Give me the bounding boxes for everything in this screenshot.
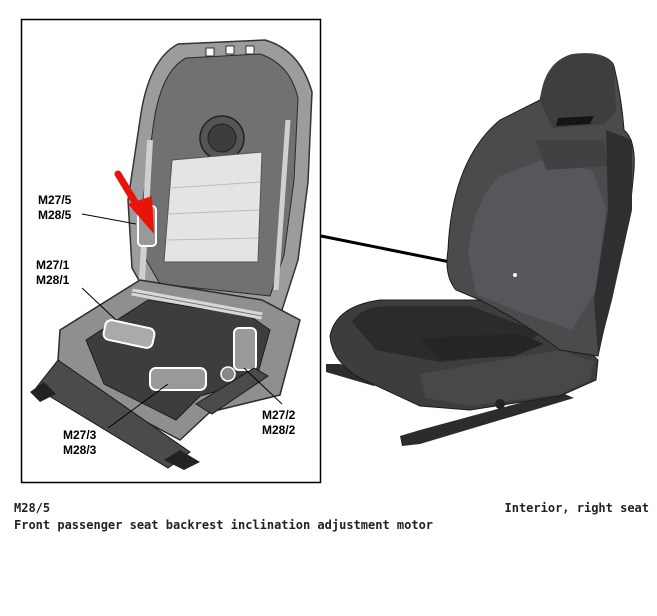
red-arrow-icon <box>114 170 154 234</box>
callout-line-m27-3 <box>107 383 169 429</box>
callout-m27-5-line1: M27/5 <box>38 193 72 207</box>
callout-m27-3-line2: M28/3 <box>63 443 97 457</box>
component-description: Front passenger seat backrest inclinatio… <box>14 518 434 532</box>
callout-line-m27-2 <box>243 367 283 405</box>
callout-m27-2-line1: M27/2 <box>262 408 296 422</box>
callout-m27-2-line2: M28/2 <box>262 423 296 437</box>
seat-frame-illustration <box>30 39 313 470</box>
component-code: M28/5 <box>14 501 51 515</box>
callout-m27-5-line2: M28/5 <box>38 208 72 222</box>
callout-line-m27-1 <box>81 287 117 321</box>
callout-m27-1-line1: M27/1 <box>36 258 70 272</box>
seat-illustration <box>326 53 635 446</box>
location-label: Interior, right seat <box>504 501 650 515</box>
callout-line-m27-5 <box>81 213 137 225</box>
callout-m27-3-line1: M27/3 <box>63 428 97 442</box>
callout-m27-1-line2: M28/1 <box>36 273 70 287</box>
